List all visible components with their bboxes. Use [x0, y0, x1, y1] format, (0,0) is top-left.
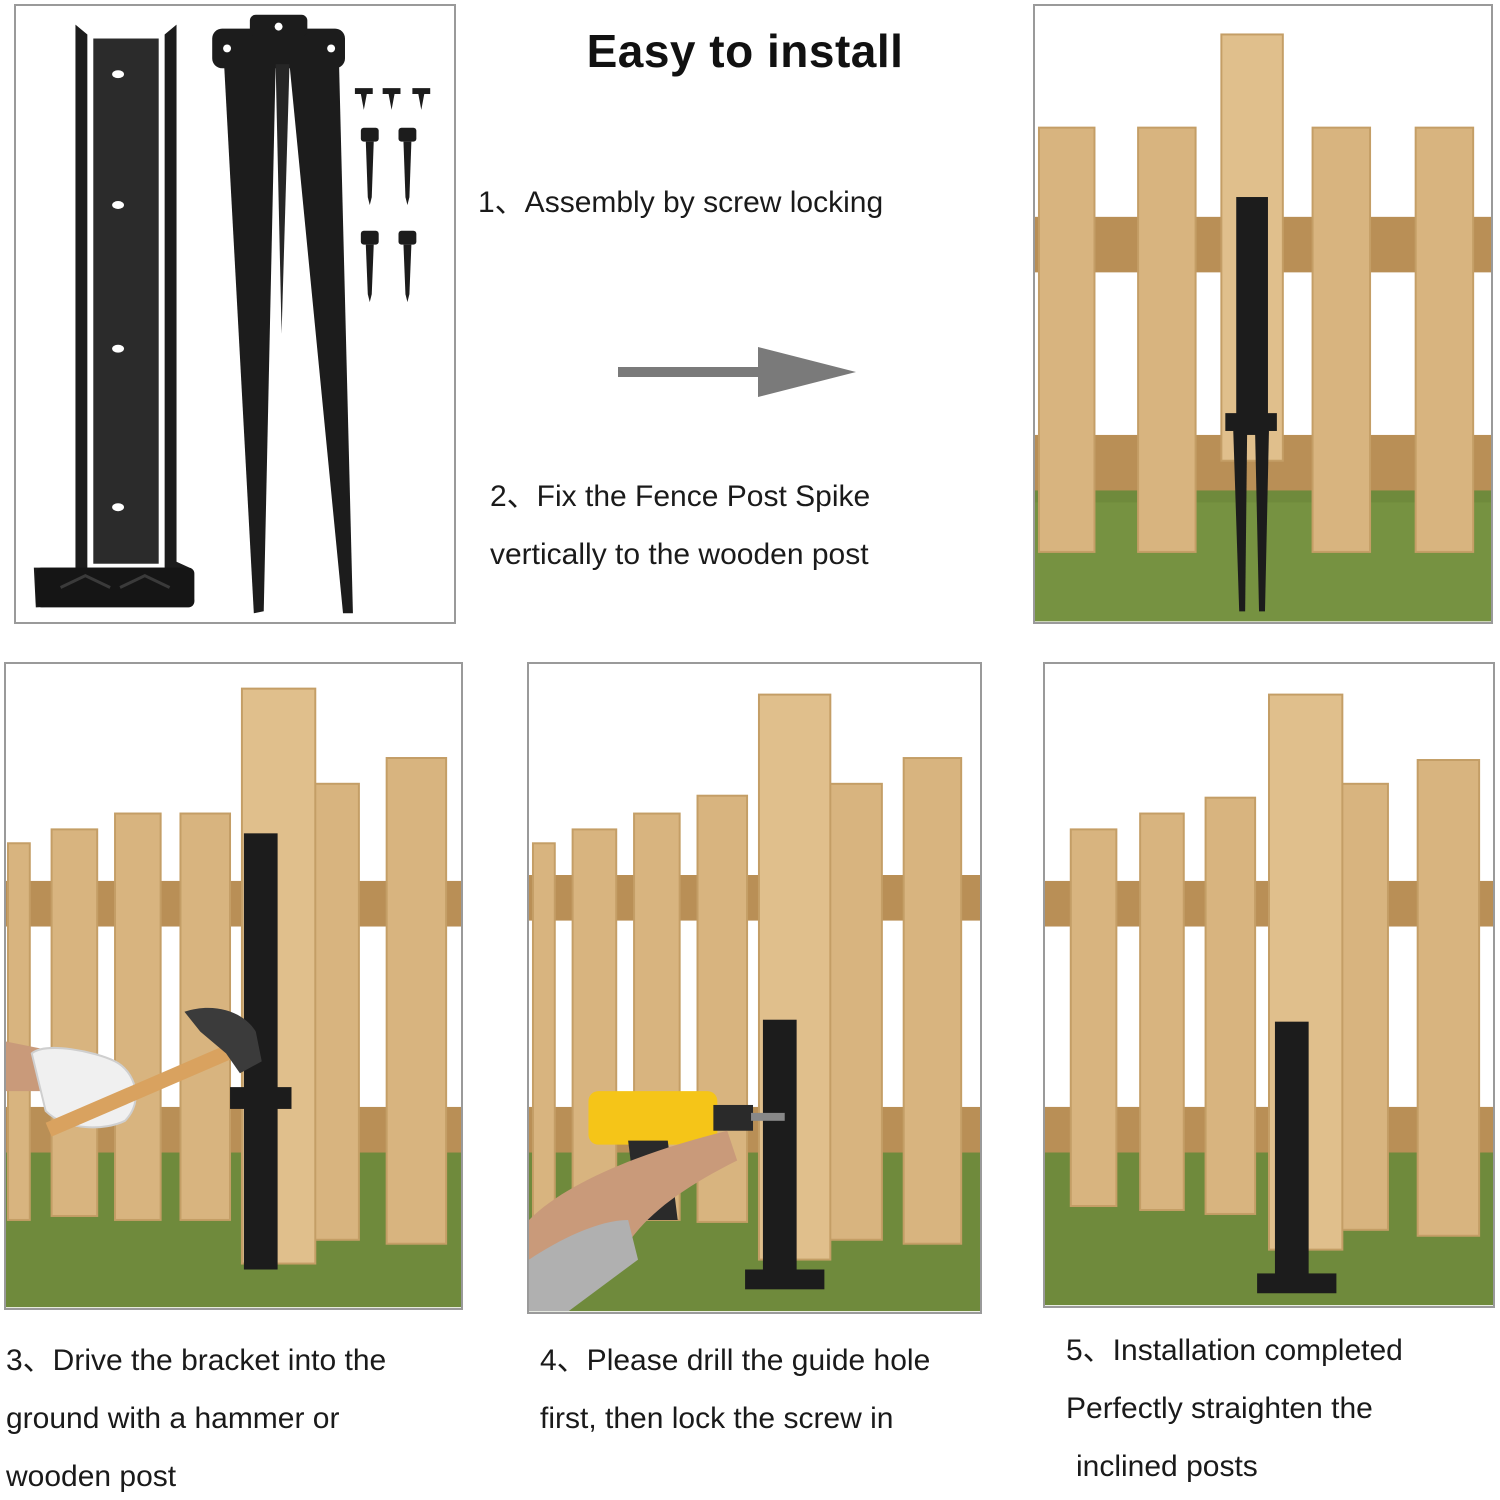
step-4-caption: 4、Please drill the guide hole first, the…: [540, 1332, 930, 1448]
hammer-illustration: [6, 664, 461, 1308]
step-3-line-2: ground with a hammer or: [6, 1402, 340, 1435]
step-2-line-2: vertically to the wooden post: [490, 538, 869, 571]
step-3-photo: [4, 662, 463, 1310]
step-5-line-3: inclined posts: [1076, 1450, 1258, 1483]
step-3-line-3: wooden post: [6, 1460, 177, 1493]
page-title: Easy to install: [586, 25, 904, 77]
step-1-caption: 1、Assembly by screw locking: [478, 174, 883, 232]
step-5-caption: 5、Installation completed Perfectly strai…: [1066, 1322, 1403, 1496]
step-5-photo: [1043, 662, 1495, 1308]
step-3-caption: 3、Drive the bracket into the ground with…: [6, 1332, 386, 1500]
step-2-line-1: 2、Fix the Fence Post Spike: [490, 480, 871, 513]
fence-spike-illustration: [1035, 6, 1491, 622]
bracket-channel: [33, 24, 195, 608]
step-4-line-1: 4、Please drill the guide hole: [540, 1344, 931, 1377]
drill-illustration: [529, 664, 980, 1312]
step-4-photo: [527, 662, 982, 1314]
step-1-line-1: 1、Assembly by screw locking: [478, 186, 884, 219]
step-2-caption: 2、Fix the Fence Post Spike vertically to…: [490, 468, 870, 584]
step-3-line-1: 3、Drive the bracket into the: [6, 1344, 387, 1377]
step-5-line-2: Perfectly straighten the: [1066, 1392, 1373, 1425]
step-5-line-1: 5、Installation completed: [1066, 1334, 1403, 1367]
bracket-spike: [212, 14, 353, 614]
parts-illustration: [33, 14, 431, 614]
screws: [354, 88, 431, 303]
step-2-photo: [1033, 4, 1493, 624]
step-4-line-2: first, then lock the screw in: [540, 1402, 894, 1435]
parts-photo: [14, 4, 456, 624]
completed-fence-illustration: [1045, 664, 1493, 1306]
right-arrow-icon: [618, 347, 856, 397]
